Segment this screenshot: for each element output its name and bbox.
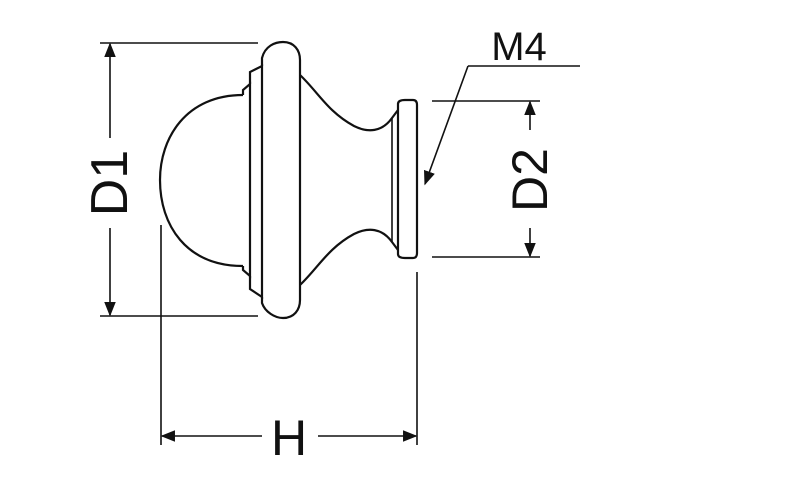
knob-outline xyxy=(158,40,419,320)
d1-label: D1 xyxy=(81,150,139,216)
knob-ring-1 xyxy=(248,64,264,300)
m4-label: M4 xyxy=(491,25,547,69)
knob-dome-rim xyxy=(241,81,252,279)
knob-neck xyxy=(299,74,399,286)
m4-callout: M4 xyxy=(424,25,580,186)
knob-dome xyxy=(158,93,244,268)
d2-label: D2 xyxy=(502,148,558,212)
knob-back-plate xyxy=(396,98,419,260)
h-label: H xyxy=(271,410,307,466)
d2-label-background xyxy=(505,130,555,228)
d1-label-background xyxy=(80,138,140,228)
h-dimension: H xyxy=(160,225,418,466)
d2-dimension: D2 xyxy=(432,100,558,258)
d1-dimension: D1 xyxy=(80,42,258,317)
m4-leader-line xyxy=(424,65,469,186)
knob-flange xyxy=(260,40,302,320)
